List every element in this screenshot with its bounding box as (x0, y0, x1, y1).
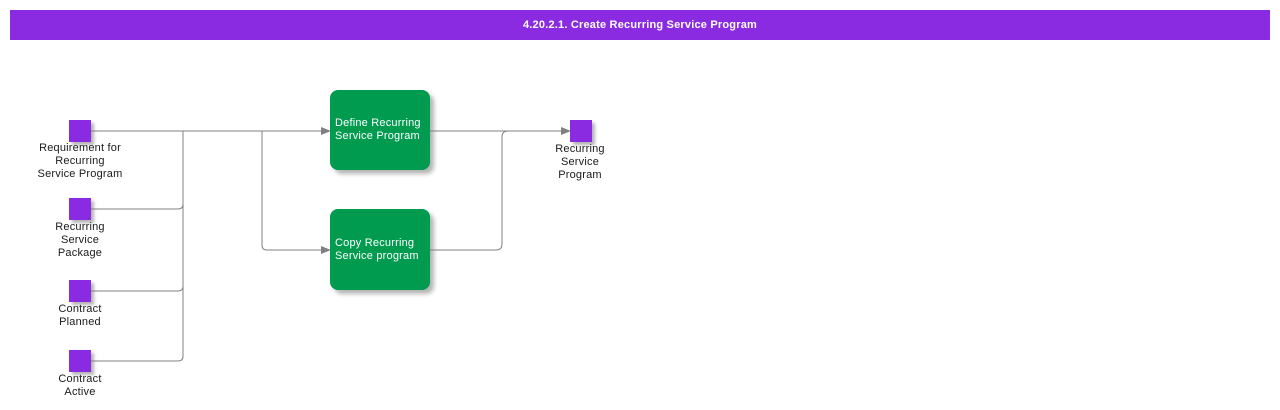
connector-copy-to-output (430, 130, 509, 251)
task-node-copy-recurring-service-program[interactable]: Copy Recurring Service program (330, 209, 430, 290)
task-node-define-recurring-service-program[interactable]: Define Recurring Service Program (330, 90, 430, 170)
connector-branch-to-copy (261, 131, 331, 254)
event-node-recurring-service-package[interactable] (69, 198, 91, 220)
event-label-contract-planned: Contract Planned (58, 303, 102, 328)
event-label-recurring-service-package: Recurring Service Package (55, 221, 105, 259)
connector-contract-active-to-trunk (91, 131, 184, 362)
event-label-requirement-for-recurring-service-program: Requirement for Recurring Service Progra… (37, 142, 123, 180)
event-node-requirement-for-recurring-service-program[interactable] (69, 120, 91, 142)
diagram-title: 4.20.2.1. Create Recurring Service Progr… (522, 19, 757, 31)
event-node-recurring-service-program-output[interactable] (570, 120, 592, 142)
event-node-contract-planned[interactable] (69, 280, 91, 302)
event-label-contract-active: Contract Active (58, 373, 102, 398)
event-node-contract-active[interactable] (69, 350, 91, 372)
event-label-recurring-service-program-output: Recurring Service Program (555, 143, 605, 181)
diagram-title-bar: 4.20.2.1. Create Recurring Service Progr… (10, 10, 1270, 40)
